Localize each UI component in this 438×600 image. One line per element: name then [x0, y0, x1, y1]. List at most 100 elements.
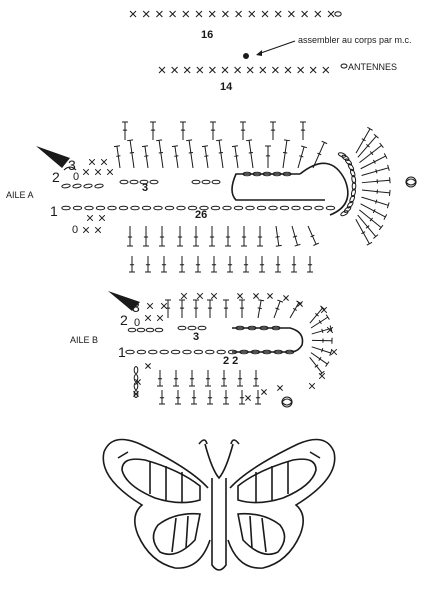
chain-stitch-mark — [211, 179, 221, 185]
single-crochet-mark — [82, 226, 90, 234]
left-upper-wing-segments — [149, 462, 183, 503]
chain-stitch-mark — [159, 349, 169, 355]
chain-14-count: 14 — [220, 81, 233, 93]
antenna-tip-right — [230, 439, 240, 445]
wing-a-chain-26: 26 — [195, 209, 207, 221]
wing-a-start-top: 0 — [73, 171, 79, 183]
wing-a-inner-3: 3 — [142, 182, 148, 194]
chain-stitch-mark — [133, 390, 139, 398]
single-crochet-mark — [309, 66, 317, 74]
wing-b-inner-loop — [232, 327, 304, 353]
wing-a-chart: AILE A 3 2 1 0 0 3 26 — [6, 121, 417, 273]
chain-stitch-mark — [154, 327, 164, 333]
wing-b-start: 0 — [134, 317, 140, 329]
double-crochet-mark — [359, 209, 384, 231]
double-crochet-mark — [239, 299, 245, 318]
chain-stitch-mark — [187, 205, 198, 211]
right-wing-notch — [309, 451, 321, 459]
wing-a-inner-rounding — [231, 173, 325, 201]
single-crochet-mark — [156, 314, 164, 322]
single-crochet-mark — [330, 348, 338, 356]
wing-b-chart: AILE B 3 2 1 0 3 2 2 — [70, 291, 338, 408]
single-crochet-mark — [156, 10, 163, 18]
double-crochet-mark — [246, 139, 254, 169]
double-crochet-mark — [355, 126, 373, 154]
single-crochet-mark — [195, 10, 203, 18]
double-crochet-mark — [186, 139, 194, 169]
wing-a-label: AILE A — [6, 190, 34, 200]
single-crochet-mark — [180, 292, 188, 300]
double-crochet-mark — [270, 121, 276, 140]
single-crochet-mark — [267, 293, 273, 299]
double-crochet-mark — [210, 121, 216, 140]
double-crochet-mark — [310, 314, 330, 329]
double-crochet-mark — [282, 139, 290, 169]
single-crochet-mark — [94, 226, 102, 234]
chain-stitch-mark — [148, 349, 158, 355]
double-crochet-mark — [189, 370, 195, 387]
chain-stitch-mark — [136, 327, 146, 333]
chain-stitch-mark — [72, 205, 83, 211]
chain-stitch-mark — [351, 181, 357, 191]
double-crochet-mark — [159, 226, 165, 247]
single-crochet-mark — [318, 372, 326, 380]
double-crochet-mark — [257, 226, 263, 247]
antenna-tip-left — [198, 439, 208, 445]
double-crochet-mark — [310, 352, 330, 367]
wing-a-single-crochets — [82, 158, 114, 234]
chain-stitch-mark — [314, 205, 324, 211]
chain-stitch-mark — [343, 206, 352, 213]
right-upper-wing-inner — [237, 458, 317, 504]
chain-stitch-mark — [145, 327, 155, 333]
chain-stitch-mark — [125, 349, 135, 355]
double-crochet-mark — [143, 226, 149, 247]
double-crochet-mark — [122, 121, 128, 140]
double-crochet-mark — [259, 256, 265, 273]
double-crochet-mark — [239, 390, 245, 405]
single-crochet-mark — [234, 66, 241, 74]
single-crochet-mark — [133, 391, 139, 397]
chain-stitch-mark — [94, 183, 104, 189]
single-crochet-mark — [100, 158, 108, 166]
chain-stitch-mark — [133, 366, 139, 374]
chain-stitch-mark — [84, 205, 94, 211]
single-crochet-mark — [182, 10, 190, 18]
single-crochet-mark — [261, 10, 269, 18]
right-lower-wing-inner — [237, 512, 286, 556]
single-crochet-mark — [221, 66, 229, 74]
double-crochet-mark — [312, 140, 328, 169]
chain-stitch-mark — [95, 205, 106, 211]
single-crochet-mark — [314, 10, 322, 18]
double-crochet-mark — [357, 133, 379, 158]
wing-a-tip-loop — [299, 162, 349, 216]
chain-stitch-mark — [210, 205, 221, 211]
note-leader-line — [257, 40, 296, 55]
chain-stitch-mark — [346, 200, 354, 209]
chain-stitch-mark — [325, 205, 336, 211]
single-crochet-mark — [272, 66, 279, 74]
chain-stitch-mark — [193, 349, 204, 355]
double-crochet-mark — [227, 256, 233, 273]
double-crochet-mark — [127, 139, 135, 169]
wing-a-tip-chain — [337, 152, 357, 217]
single-crochet-mark — [183, 66, 191, 74]
double-crochet-mark — [205, 370, 211, 387]
single-crochet-mark — [106, 168, 114, 176]
double-crochet-mark — [113, 145, 121, 169]
left-upper-wing-inner — [121, 458, 201, 504]
double-crochet-mark — [311, 346, 333, 356]
wing-a-row2-number: 2 — [52, 169, 60, 185]
left-lower-wing-inner — [152, 512, 201, 556]
join-point-icon — [243, 53, 249, 59]
single-crochet-mark — [160, 302, 168, 310]
chain-stitch-mark — [350, 188, 356, 198]
right-lower-wing-segments — [249, 515, 267, 553]
double-crochet-mark — [191, 390, 197, 405]
single-crochet-mark — [284, 66, 292, 74]
chain-stitch-mark — [302, 205, 313, 211]
chain-stitch-mark — [245, 205, 255, 211]
chain-stitch-mark — [349, 168, 356, 178]
antennae-group: assembler au corps par m.c. ANTENNES 14 — [158, 35, 412, 93]
chain-stitch-mark — [118, 205, 129, 211]
single-crochet-mark — [301, 10, 308, 18]
